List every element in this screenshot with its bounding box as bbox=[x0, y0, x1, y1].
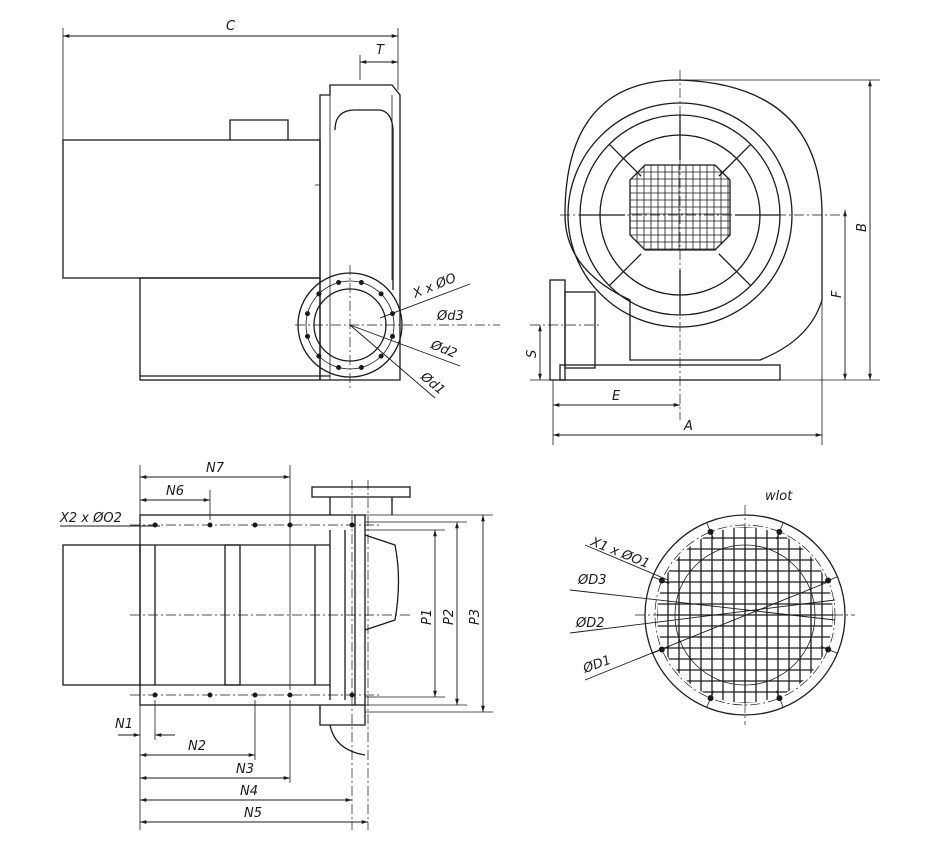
label-N5: N5 bbox=[244, 806, 262, 821]
inlet-bolt-hole bbox=[776, 528, 783, 535]
base-mounting-holes bbox=[152, 522, 355, 698]
inlet-bolt-hole bbox=[776, 695, 783, 702]
flange-bolt-hole bbox=[378, 291, 384, 297]
base-plate bbox=[559, 364, 781, 381]
mounting-hole bbox=[287, 692, 293, 698]
inlet-bolt-hole bbox=[658, 577, 665, 584]
flange-bolt-hole bbox=[316, 291, 322, 297]
label-P1: P1 bbox=[420, 609, 435, 625]
label-B: B bbox=[855, 223, 870, 232]
inlet-bolt-hole bbox=[707, 528, 714, 535]
mounting-hole bbox=[152, 692, 158, 698]
mounting-hole bbox=[252, 522, 258, 528]
flange-bolt-hole bbox=[358, 365, 364, 371]
label-D2: ØD2 bbox=[575, 616, 605, 631]
label-N6: N6 bbox=[166, 484, 184, 499]
inlet-view: wlot X1 x ØO1 ØD3 ØD2 ØD1 bbox=[569, 489, 855, 725]
impeller-spoke bbox=[608, 253, 642, 287]
inlet-bolt-hole bbox=[825, 646, 832, 653]
spiral-housing bbox=[564, 79, 823, 361]
impeller-spoke bbox=[718, 253, 752, 287]
mounting-hole bbox=[207, 692, 213, 698]
inlet-bolt-hole bbox=[825, 577, 832, 584]
top-view: N7 N6 X2 x ØO2 P1 bbox=[59, 461, 493, 830]
flange-bolt-hole bbox=[378, 353, 384, 359]
label-D3: ØD3 bbox=[577, 573, 607, 588]
side-view: C T X x ØO Ød3 Ød2 Ød1 bbox=[62, 19, 500, 399]
label-P2: P2 bbox=[442, 609, 457, 625]
motor-base bbox=[139, 277, 321, 381]
flange-bolt-hole bbox=[358, 279, 364, 285]
label-C: C bbox=[226, 19, 236, 34]
flange-bolt-hole bbox=[304, 333, 310, 339]
impeller-spoke bbox=[718, 143, 752, 177]
flange-bolt-hole bbox=[304, 311, 310, 317]
label-N2: N2 bbox=[188, 739, 206, 754]
label-P3: P3 bbox=[468, 609, 483, 625]
mounting-hole bbox=[152, 522, 158, 528]
flange-bolt-hole bbox=[336, 279, 342, 285]
flange-bolt-hole bbox=[336, 365, 342, 371]
impeller-spoke bbox=[608, 143, 642, 177]
label-N4: N4 bbox=[240, 784, 258, 799]
label-X1: X1 x ØO1 bbox=[588, 534, 652, 571]
mounting-hole bbox=[287, 522, 293, 528]
fan-housing-side bbox=[319, 84, 401, 381]
label-A: A bbox=[683, 419, 693, 434]
label-X2: X2 x ØO2 bbox=[59, 511, 122, 526]
flange-bolt-hole bbox=[390, 333, 396, 339]
motor-body bbox=[62, 139, 321, 279]
label-F: F bbox=[830, 290, 845, 298]
label-S: S bbox=[525, 350, 540, 358]
outlet-flange-side bbox=[295, 265, 500, 399]
mounting-hole bbox=[349, 692, 355, 698]
label-D1: ØD1 bbox=[580, 653, 613, 677]
label-N1: N1 bbox=[115, 717, 133, 732]
motor-top bbox=[62, 544, 141, 686]
outlet-flange-top bbox=[311, 486, 411, 498]
label-N7: N7 bbox=[206, 461, 225, 476]
frame-top bbox=[139, 514, 366, 706]
flange-bolt-hole bbox=[316, 353, 322, 359]
label-N3: N3 bbox=[236, 762, 254, 777]
label-wlot: wlot bbox=[765, 489, 793, 504]
front-view: B F S E A bbox=[525, 70, 880, 445]
label-d3: Ød3 bbox=[436, 309, 464, 324]
mounting-hole bbox=[349, 522, 355, 528]
mounting-hole bbox=[252, 692, 258, 698]
label-d2: Ød2 bbox=[428, 337, 459, 361]
label-E: E bbox=[612, 389, 621, 404]
label-T: T bbox=[376, 43, 385, 58]
label-d1: Ød1 bbox=[417, 369, 448, 398]
inlet-bolt-hole bbox=[707, 695, 714, 702]
mounting-hole bbox=[207, 522, 213, 528]
